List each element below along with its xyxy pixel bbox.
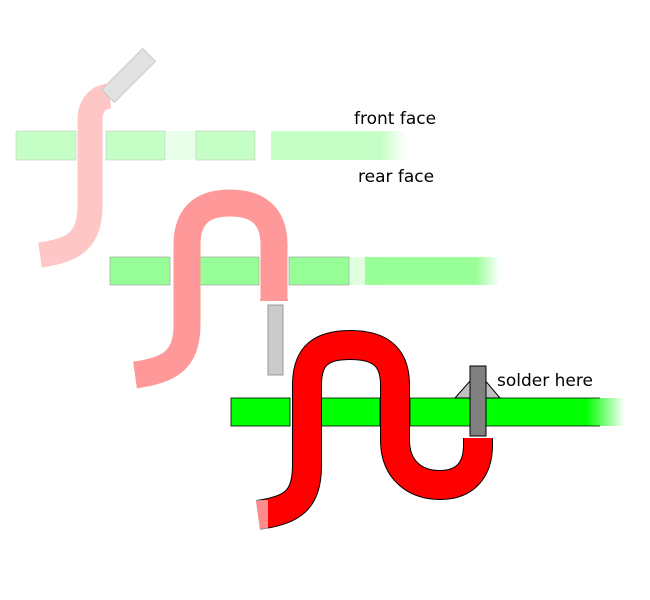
wire-stage-3 (255, 330, 492, 529)
board-stage-3 (230, 397, 625, 427)
board-segment (15, 130, 77, 161)
board-segment (410, 398, 625, 426)
board-segment-hole (165, 131, 196, 160)
rear-face-label: rear face (358, 167, 434, 187)
board-segment (319, 397, 381, 427)
board-segment (199, 256, 260, 286)
wire-stage-2 (132, 189, 288, 389)
pin-stage-3 (469, 365, 487, 437)
solder-here-label: solder here (497, 371, 593, 391)
board-segment (271, 131, 406, 160)
wire-stage-1 (38, 83, 112, 268)
board-segment (230, 397, 291, 427)
board-segment (195, 130, 256, 161)
board-segment-hole (349, 257, 365, 285)
front-face-label: front face (354, 109, 436, 129)
stage-1 (15, 47, 406, 268)
board-segment (365, 257, 500, 285)
board-stage-2 (109, 256, 500, 286)
board-segment (288, 256, 350, 286)
stage-3 (230, 329, 625, 535)
board-segment (105, 130, 166, 161)
pin-stage-2 (267, 304, 284, 376)
pin-stage-1 (100, 47, 157, 104)
stage-2 (109, 189, 500, 389)
wire-tail-mask (245, 500, 268, 535)
board-stage-1 (15, 130, 406, 161)
board-segment (109, 256, 171, 286)
